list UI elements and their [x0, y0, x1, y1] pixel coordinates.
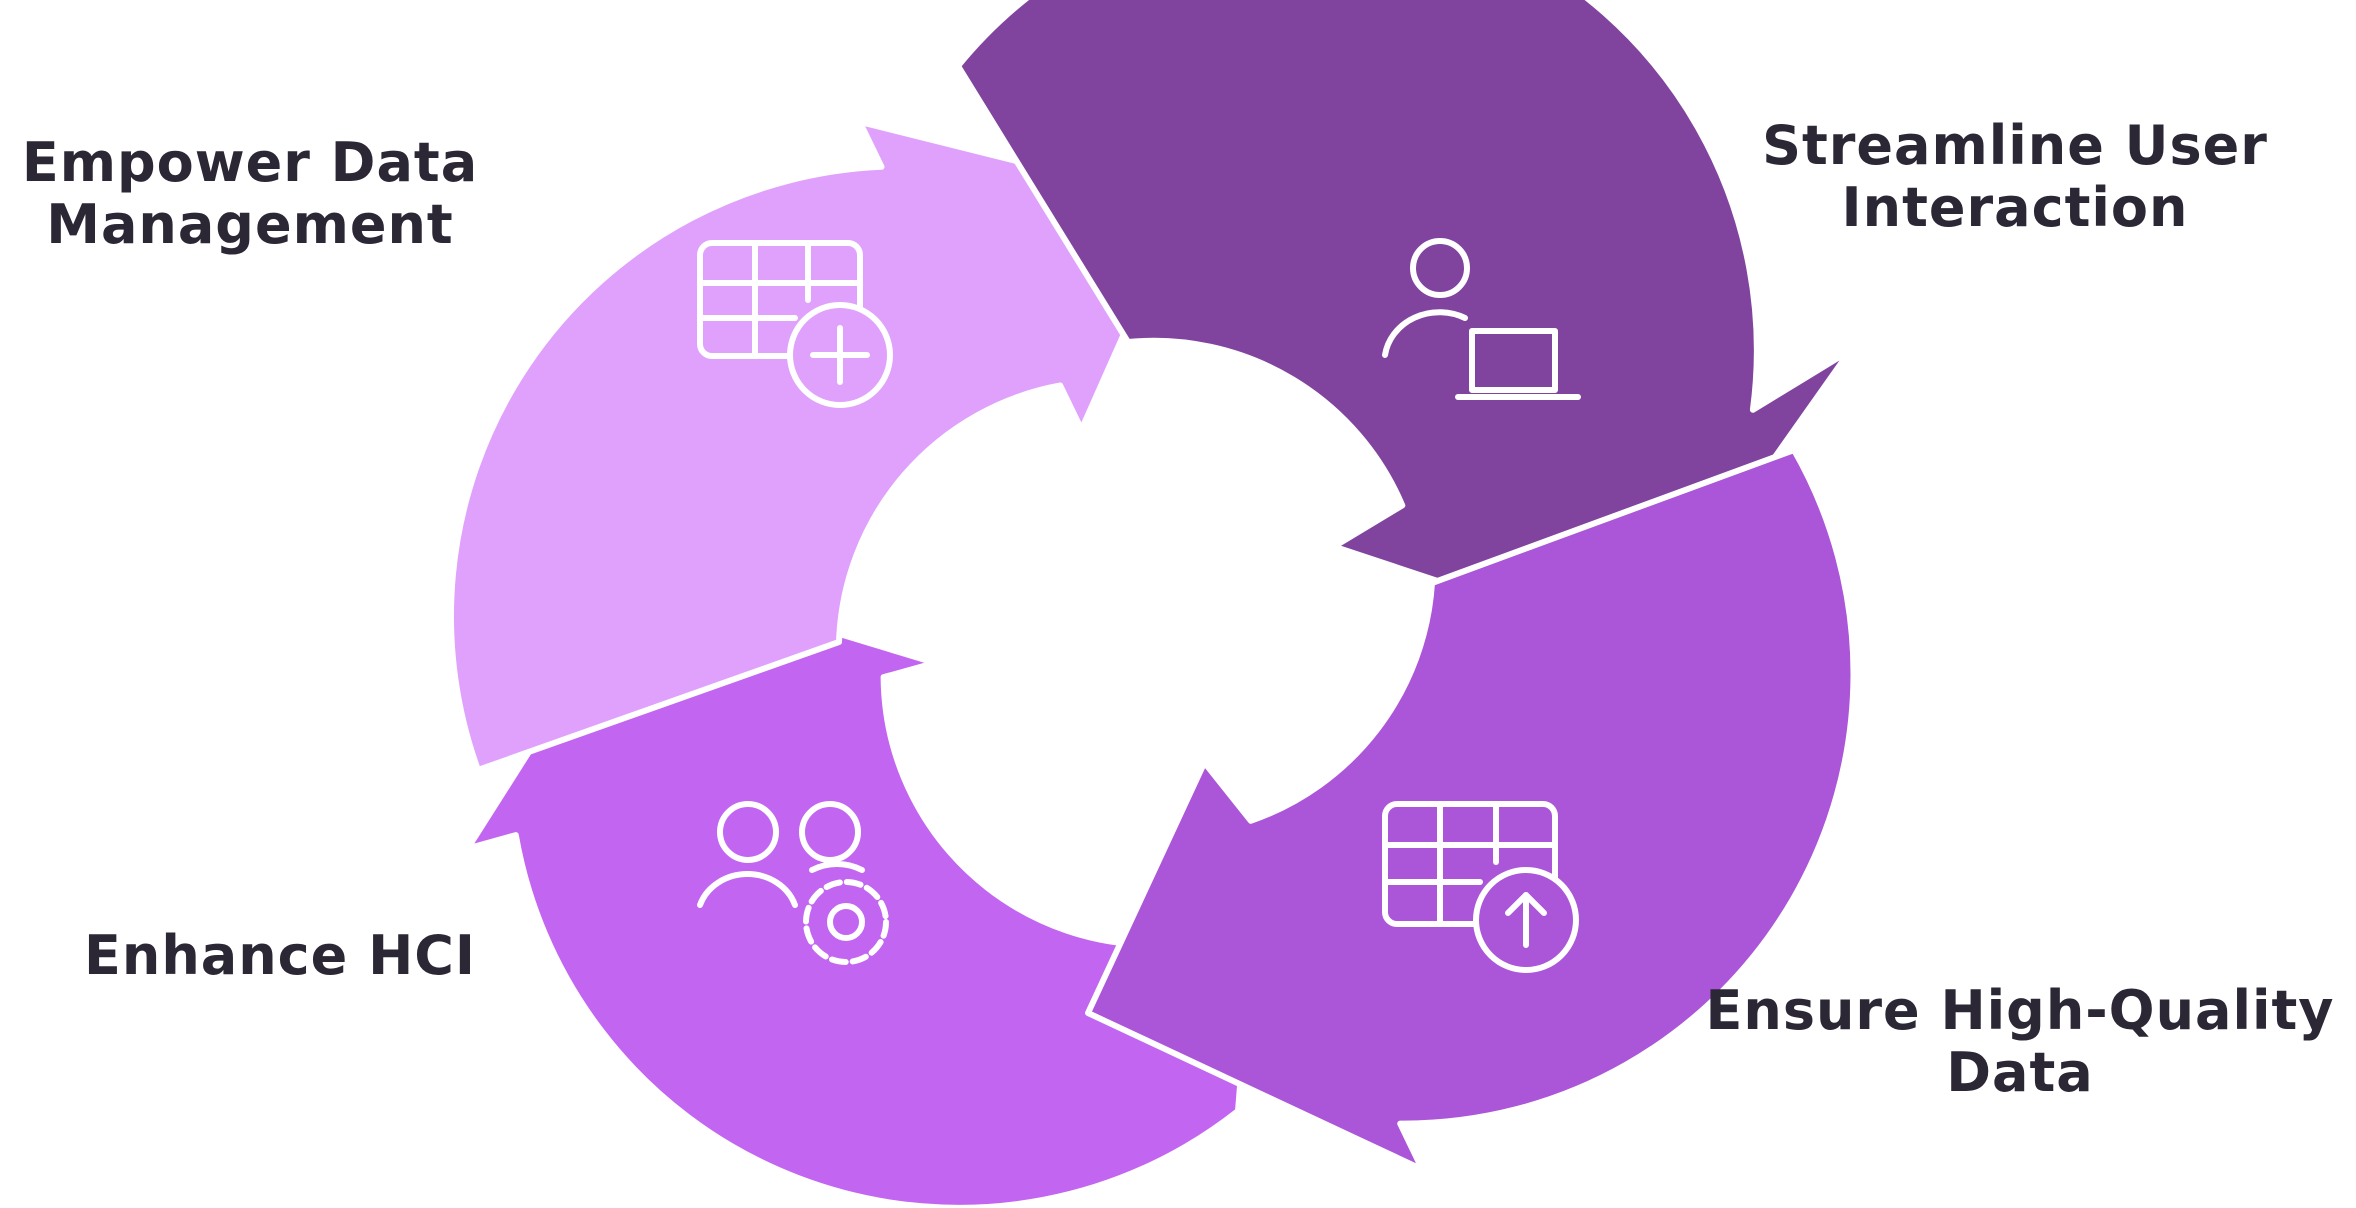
label-line: Ensure High-Quality	[1705, 979, 2335, 1042]
arrow-empower-data-management	[447, 118, 1186, 773]
label-ensure-high-quality-data: Ensure High-Quality Data	[1680, 980, 2356, 1104]
label-line: Interaction	[1841, 176, 2189, 239]
user-laptop-icon	[1382, 238, 1581, 400]
label-enhance-hci: Enhance HCI	[60, 925, 500, 987]
label-line: Streamline User	[1762, 114, 2268, 177]
table-upload-icon	[1382, 801, 1579, 973]
users-gear-icon	[697, 801, 889, 965]
label-line: Data	[1946, 1041, 2094, 1104]
label-line: Enhance HCI	[83, 924, 476, 987]
table-add-icon	[697, 240, 893, 408]
label-empower-data-management: Empower Data Management	[10, 132, 490, 256]
label-line: Empower Data	[21, 131, 479, 194]
label-line: Management	[46, 193, 454, 256]
arrow-ensure-high-quality-data	[1085, 447, 1857, 1173]
label-streamline-user-interaction: Streamline User Interaction	[1745, 115, 2285, 239]
